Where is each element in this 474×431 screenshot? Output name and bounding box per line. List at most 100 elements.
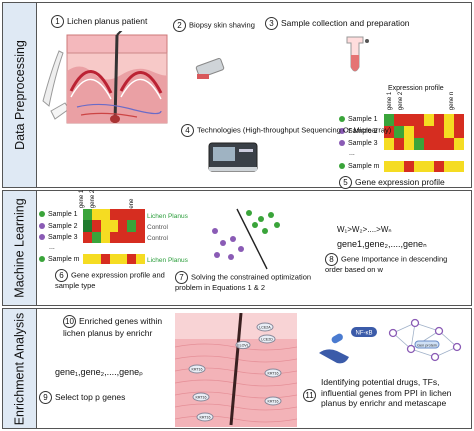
heatmap-cell — [454, 138, 464, 150]
heatmap-cell — [100, 220, 110, 232]
skin-cross-section-illustration — [42, 31, 168, 124]
ml-heatmap-last-row — [83, 254, 145, 264]
step-label: Sample collection and preparation — [281, 17, 410, 28]
heatmap-cell — [394, 161, 404, 172]
ranked-genes: gene1,gene₂,....,geneₙ — [337, 239, 427, 249]
heatmap-cell — [404, 161, 414, 172]
sample-label: Sample 3 — [48, 234, 78, 241]
step-number: 5 — [339, 176, 352, 189]
heatmap-cell — [136, 254, 145, 264]
heatmap-cell — [424, 114, 434, 126]
heatmap-cell — [100, 254, 110, 264]
heatmap-cell — [404, 138, 414, 150]
heatmap-cell — [424, 161, 434, 172]
step-11: 11 Identifying potential drugs, TFs, inf… — [303, 377, 469, 409]
heatmap-cell — [83, 254, 92, 264]
step-label: Gene expression profile — [355, 176, 445, 187]
step-number: 4 — [181, 124, 194, 137]
heatmap-cell — [444, 114, 454, 126]
expression-heatmap-last-row — [384, 161, 464, 172]
sequencer-machine-icon — [208, 142, 258, 172]
heatmap-cell — [91, 254, 101, 264]
tissue-label: ELOVL — [237, 343, 249, 347]
heatmap-cell — [83, 220, 92, 232]
heatmap-cell — [384, 138, 394, 150]
heatmap-cell — [118, 231, 128, 243]
step-number: 11 — [303, 389, 316, 402]
heatmap-cell — [127, 220, 137, 232]
heatmap-cell — [118, 220, 128, 232]
sample-label: Sample m — [48, 256, 80, 263]
skin-tissue-illustration: LCE2A LCE2D KRT16 KRT16 KRT16 KRT16 KRT1… — [175, 313, 297, 427]
weight-order: W₁>W₂>....>Wₙ — [337, 225, 392, 234]
heatmap-cell — [91, 220, 101, 232]
heatmap-cell — [91, 231, 101, 243]
heatmap-cell — [434, 138, 444, 150]
sample-label: Sample 3 — [348, 140, 378, 147]
heatmap-cell — [444, 138, 454, 150]
step-label: Gene Importance in descending order base… — [325, 254, 448, 274]
heatmap-cell — [454, 114, 464, 126]
tissue-label: LCE2A — [259, 326, 271, 330]
tissue-label: KRT16 — [195, 396, 206, 400]
tissue-label: KRT16 — [267, 372, 278, 376]
step-label: Enriched genes within lichen planus by e… — [63, 315, 163, 338]
type-label: Control — [147, 235, 168, 242]
heatmap-cell — [109, 220, 119, 232]
gene-header: gene 2 — [398, 91, 405, 111]
step-label: Lichen planus patient — [67, 15, 148, 26]
heatmap-cell — [444, 126, 454, 138]
sample-tube-icon — [346, 36, 369, 72]
step-number: 8 — [325, 253, 338, 266]
sample-label: Sample 1 — [348, 116, 378, 123]
step-label: Solving the constrained optimization pro… — [175, 272, 312, 292]
heatmap-cell — [384, 161, 394, 172]
panel-title: Data Preprocessing — [12, 40, 27, 150]
panel-label-bar: Data Preprocessing — [3, 3, 37, 187]
heatmap-cell — [414, 138, 424, 150]
panel-label-bar: Enrichment Analysis — [3, 309, 37, 428]
panel-label-bar: Machine Learning — [3, 191, 37, 305]
heatmap-cell — [83, 231, 92, 243]
tissue-label: LCE2D — [261, 338, 273, 342]
gene-header: gene 1 — [79, 189, 86, 209]
step-number: 10 — [63, 315, 76, 328]
gene-header: gene n — [449, 91, 456, 111]
step-label: Gene expression profile and sample type — [55, 270, 165, 290]
panel-title: Machine Learning — [12, 198, 27, 298]
step-label: Technologies (High-throughput Sequencing… — [197, 125, 392, 135]
panel-title: Enrichment Analysis — [12, 312, 27, 425]
sample-type-labels: Lichen Planus Control Control Lichen Pla… — [147, 211, 188, 266]
heatmap-cell — [404, 114, 414, 126]
ellipsis-label: ... — [49, 244, 55, 251]
svm-separation-illustration — [212, 208, 280, 270]
heatmap-cell — [394, 138, 404, 150]
heatmap-cell — [434, 126, 444, 138]
heatmap-cell — [91, 209, 101, 221]
heatmap-cell — [424, 138, 434, 150]
heatmap-cell — [434, 114, 444, 126]
step-number: 9 — [39, 391, 52, 404]
gene-header: gene 2 — [90, 189, 97, 209]
heatmap-cell — [118, 209, 128, 221]
sample-label: Sample 2 — [348, 128, 378, 135]
heatmap-cell — [136, 209, 145, 221]
heatmap-cell — [127, 209, 137, 221]
step-label: Select top p genes — [55, 391, 126, 402]
step-label: Identifying potential drugs, TFs, influe… — [321, 377, 452, 408]
gene-header: gene 1 — [387, 91, 394, 111]
type-label: Control — [147, 224, 168, 231]
heatmap-cell — [136, 231, 145, 243]
heatmap-cell — [444, 161, 454, 172]
tissue-label: KRT16 — [199, 416, 210, 420]
panel-machine-learning: Machine Learning gene 1 gene 2 gene n Sa… — [2, 190, 472, 306]
step-label: Biopsy skin shaving — [189, 20, 255, 30]
expression-heatmap — [384, 114, 464, 150]
ellipsis-label: ... — [349, 150, 355, 157]
